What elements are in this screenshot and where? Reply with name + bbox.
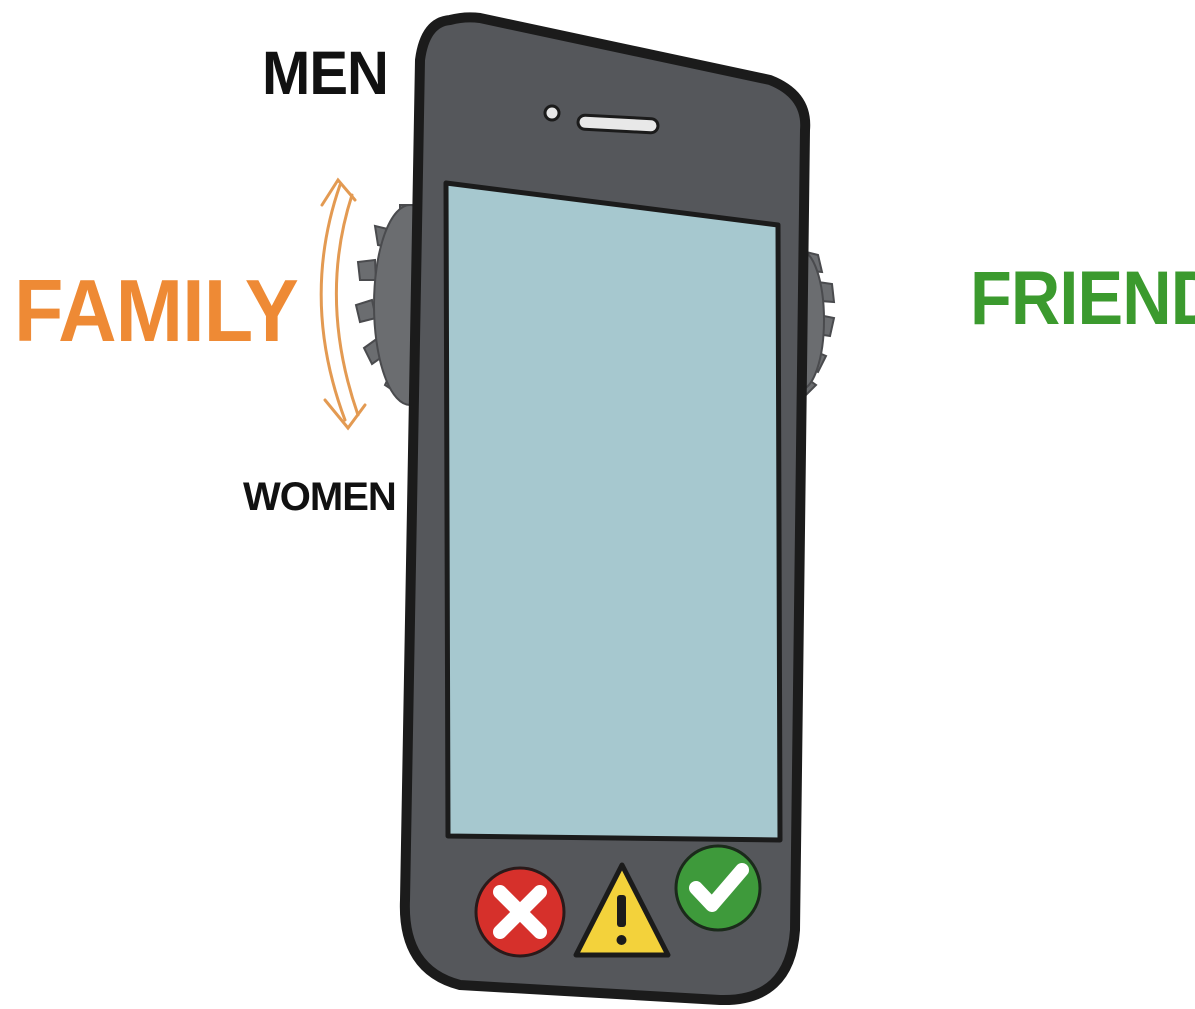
women-label: WOMEN [243, 475, 396, 520]
phone-screen [446, 183, 780, 840]
speaker-grille [578, 115, 659, 133]
reject-button [476, 868, 564, 956]
front-camera [545, 106, 559, 120]
accept-button [676, 846, 760, 930]
family-label: FAMILY [14, 260, 298, 362]
warning-triangle-icon [617, 895, 627, 945]
friend-label: FRIEND [970, 255, 1195, 342]
men-label: MEN [262, 38, 388, 108]
